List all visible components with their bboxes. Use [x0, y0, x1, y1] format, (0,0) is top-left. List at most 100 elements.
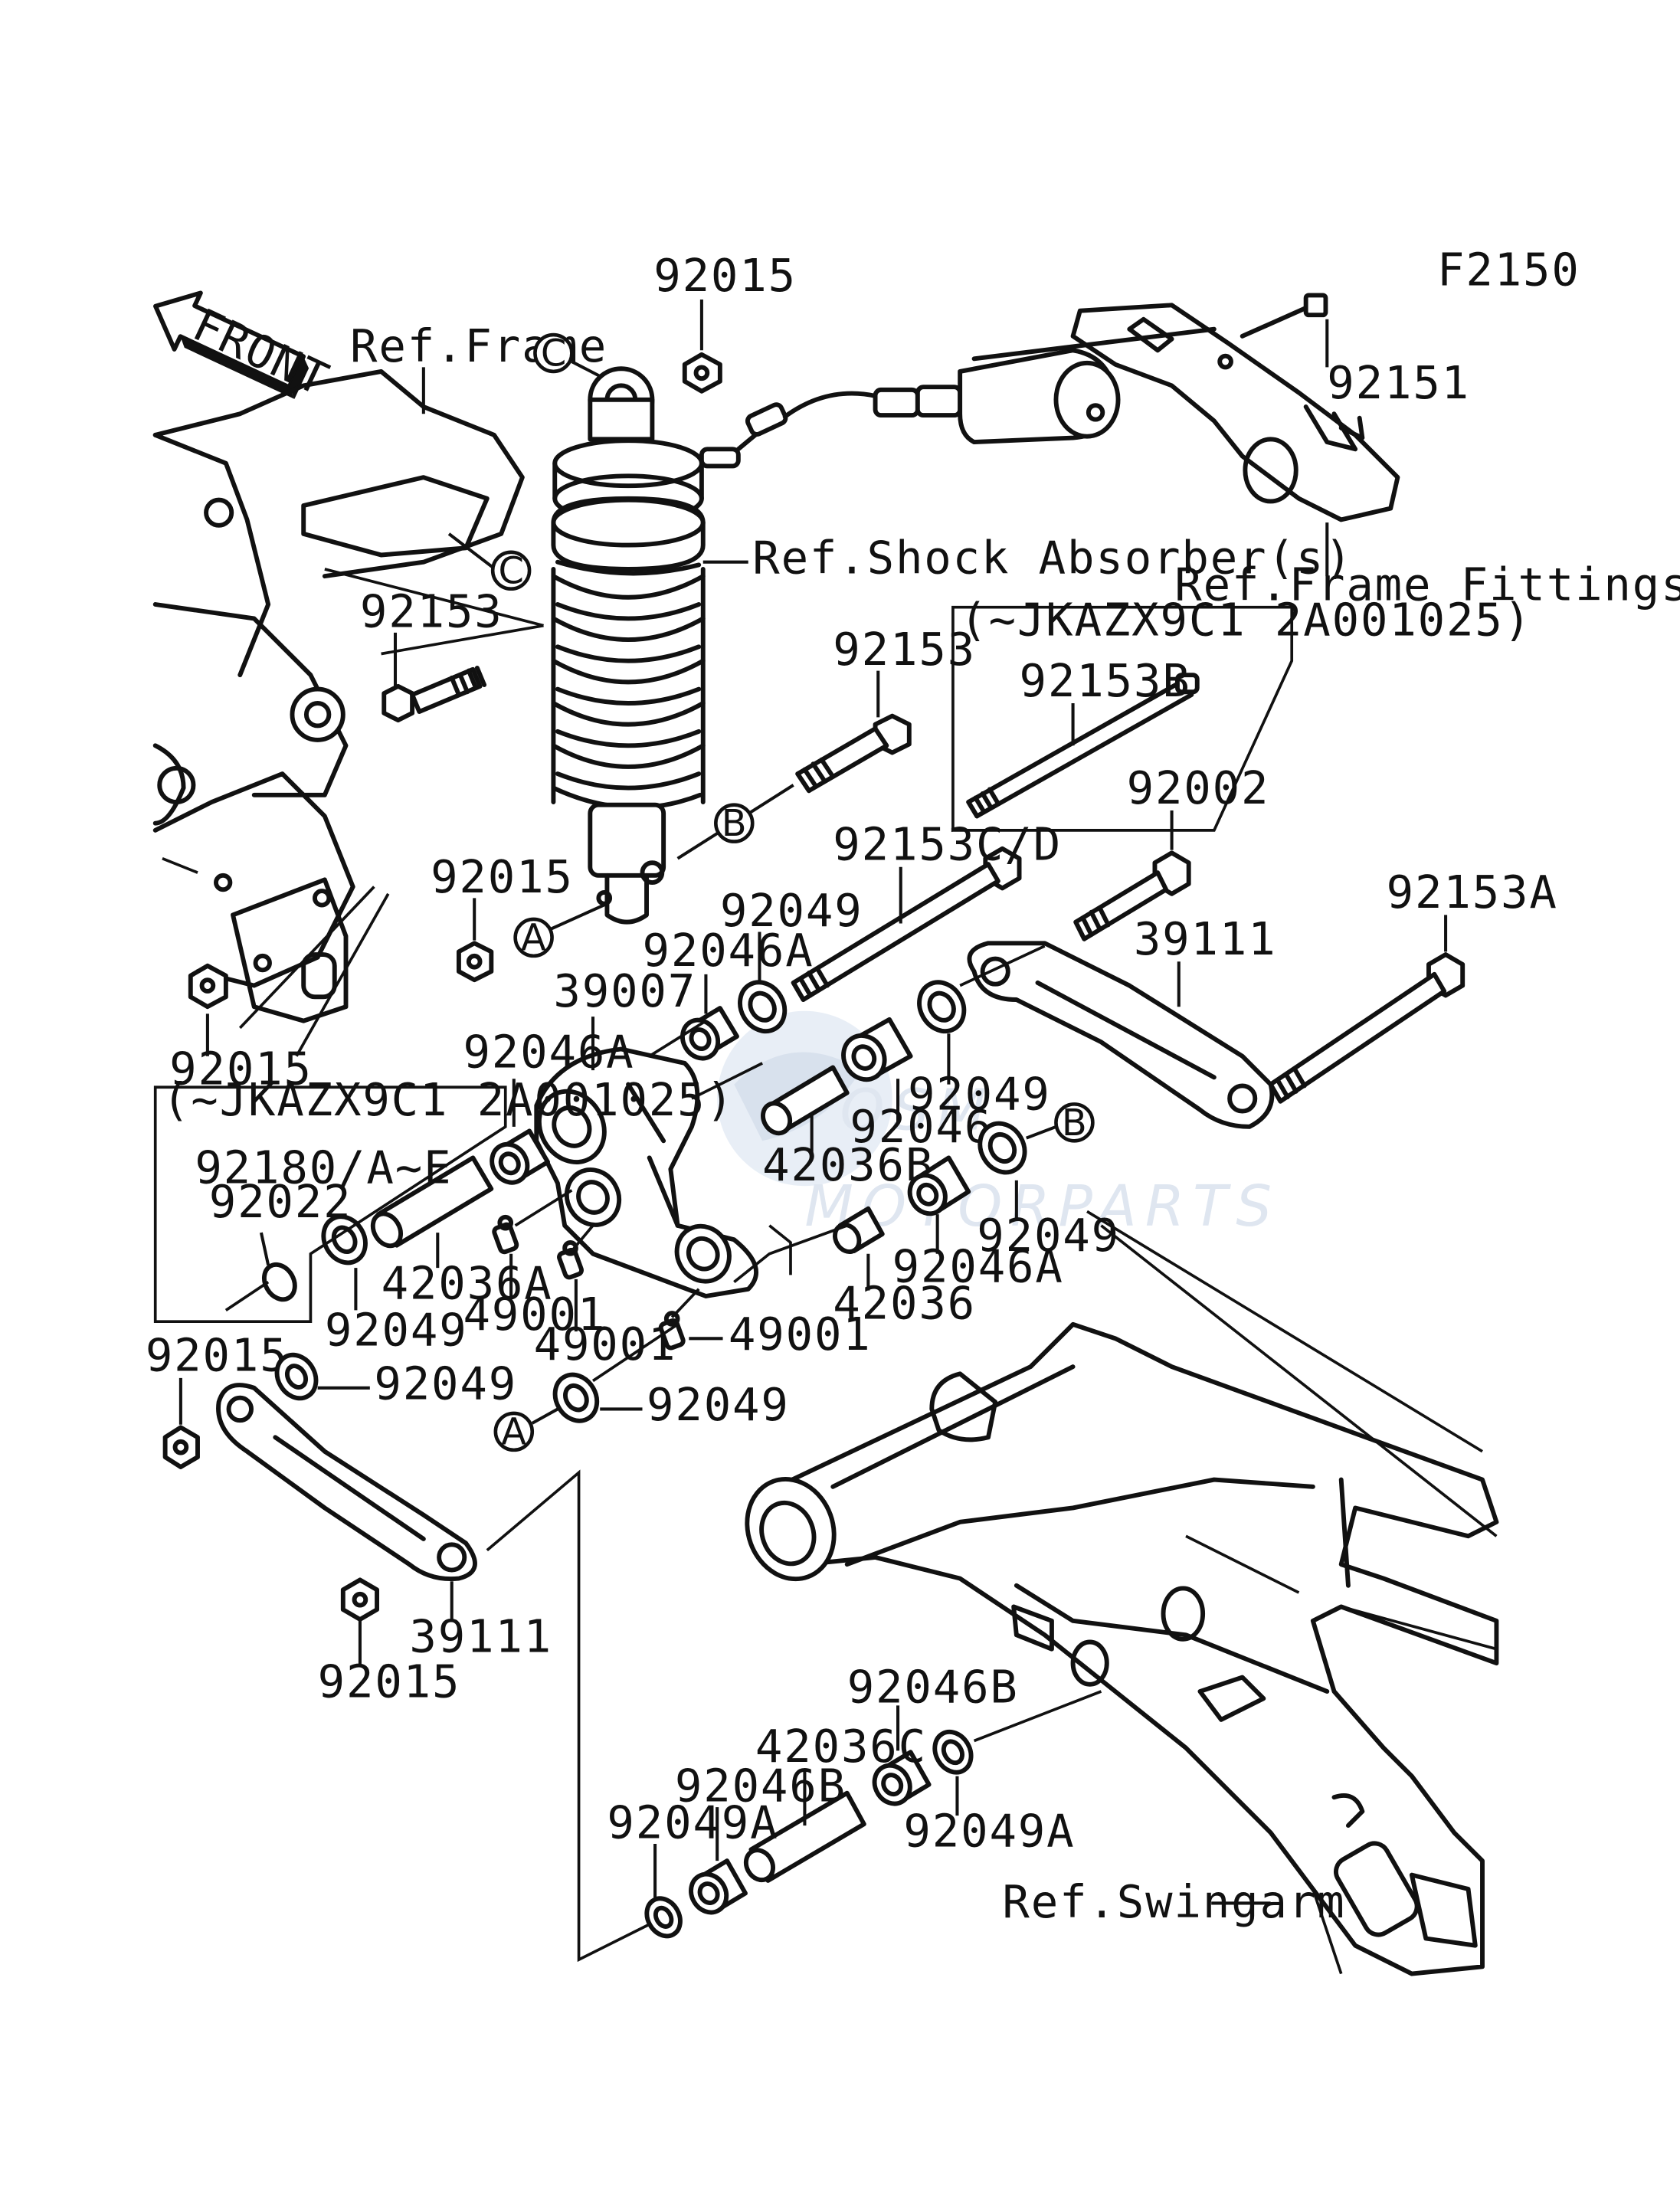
part-42036a: 42036A: [382, 1257, 553, 1310]
bearing-92046: [841, 1017, 913, 1082]
shock-absorber: [551, 366, 892, 925]
part-92015-top: 92015: [653, 249, 797, 302]
part-92046a-upper: 92046A: [643, 924, 814, 977]
nut-92015-lower: [340, 1577, 379, 1622]
front-label: FRONT: [185, 298, 337, 406]
bolt-92151: [1240, 293, 1328, 339]
part-42036c: 42036C: [755, 1720, 927, 1773]
frame-outline: [152, 368, 544, 1057]
part-92046a-left: 92046A: [463, 1025, 634, 1078]
bolt-92153-left: [382, 665, 487, 723]
callout-b-top: B: [714, 803, 755, 845]
callout-b-mid: B: [1054, 1102, 1095, 1144]
nut-92015-frame: [188, 963, 228, 1010]
part-92180: 92180/A~E: [195, 1141, 452, 1194]
bolt-92153a: [1268, 952, 1465, 1104]
collar-42036a: [370, 1155, 494, 1249]
part-92049-right: 92049: [908, 1068, 1051, 1121]
part-92049a-right: 92049A: [903, 1805, 1075, 1858]
ref-frame-fittings-label: Ref.Frame Fittings: [1174, 558, 1680, 611]
part-49001-c: 49001: [729, 1308, 872, 1360]
grease-nipple-49001-a: [492, 1214, 519, 1255]
washer-92049a-left: [644, 1896, 683, 1939]
part-39111-left: 39111: [409, 1609, 552, 1662]
part-92046b-right: 92046B: [847, 1661, 1019, 1714]
part-92015-lower: 92015: [318, 1655, 461, 1708]
bolt-92153b: [966, 673, 1200, 819]
callout-c-top-label: C: [541, 333, 566, 375]
bearing-92046a-left: [490, 1128, 550, 1185]
bolt-92002: [1073, 850, 1191, 941]
collar-42036: [833, 1206, 885, 1254]
part-92153b: 92153B: [1020, 654, 1191, 707]
washer-92049-left: [321, 1214, 368, 1265]
part-42036: 42036: [833, 1276, 976, 1329]
frame-fittings: [873, 303, 1400, 522]
part-92015-left: 92015: [431, 850, 574, 903]
callout-c-frame: C: [490, 550, 532, 592]
bearing-92046b-left: [689, 1858, 748, 1915]
part-92153cd: 92153C/D: [833, 818, 1062, 871]
part-92153-left: 92153: [360, 584, 503, 637]
nut-92015-lower-far: [162, 1425, 200, 1469]
tie-rod-39111-right: [967, 941, 1275, 1129]
part-92022: 92022: [209, 1175, 352, 1228]
ref-shock-absorber-label: Ref.Shock Absorber(s): [752, 531, 1353, 584]
part-92153-mid: 92153: [833, 623, 976, 676]
part-49001-b: 49001: [534, 1318, 677, 1370]
bearing-92046b-right: [872, 1750, 932, 1806]
nut-92015-top: [682, 352, 722, 394]
nut-92015-left: [456, 941, 494, 983]
washer-92049-lower: [274, 1352, 319, 1401]
bolt-92153-mid: [795, 713, 912, 794]
callout-a-bottom: A: [493, 1412, 535, 1454]
part-92049-upper: 92049: [720, 884, 863, 937]
callout-c-frame-label: C: [499, 550, 524, 592]
washer-92049-upper: [738, 980, 788, 1034]
callout-a-top-label: A: [521, 918, 546, 960]
ref-swingarm-label: Ref.Swingarm: [1002, 1875, 1345, 1928]
part-92046a-mid: 92046A: [892, 1240, 1064, 1293]
rocker-arm-39007: [534, 1046, 758, 1298]
washer-92049-right: [917, 980, 967, 1034]
shim-92180: [261, 1262, 297, 1302]
grease-nipple-49001-b: [557, 1240, 584, 1280]
part-42036b: 42036B: [762, 1138, 934, 1191]
watermark-logo: OSM: [840, 1079, 995, 1144]
swingarm: [745, 1210, 1499, 1976]
bolt-92153cd: [791, 846, 1022, 1002]
part-92049-left: 92049: [325, 1304, 468, 1357]
tie-rod-39111-left: [216, 1383, 477, 1582]
part-92046b-left: 92046B: [675, 1760, 847, 1812]
callout-a-top: A: [513, 918, 554, 960]
washer-92049-b: [978, 1121, 1027, 1175]
callout-b-mid-label: B: [1062, 1102, 1087, 1144]
washer-92049-a: [552, 1372, 600, 1423]
bearing-92046a-upper: [680, 1006, 739, 1061]
figure-code: F2150: [1437, 244, 1580, 296]
front-arrow-icon: FRONT: [153, 290, 337, 406]
part-92151: 92151: [1327, 356, 1470, 409]
callout-b-top-label: B: [722, 803, 747, 845]
grease-nipple-49001-c: [658, 1311, 686, 1351]
part-49001-a: 49001: [463, 1288, 606, 1341]
part-92049-a: 92049: [647, 1378, 790, 1431]
washer-92049a-right: [932, 1729, 974, 1775]
part-92046: 92046: [850, 1100, 993, 1153]
serial-note-box-right: (~JKAZX9C1 2A001025): [951, 594, 1532, 832]
watermark-sub: MOTORPARTS: [804, 1174, 1280, 1239]
serial-note-left: (~JKAZX9C1 2A001025): [162, 1073, 735, 1126]
callout-a-bottom-label: A: [501, 1412, 526, 1454]
part-39007: 39007: [553, 964, 696, 1017]
part-92002: 92002: [1127, 761, 1270, 814]
bearing-92046a-mid: [907, 1155, 971, 1216]
serial-note-box-left: (~JKAZX9C1 2A001025): [153, 1073, 735, 1324]
part-92153a: 92153A: [1387, 866, 1558, 918]
serial-note-right: (~JKAZX9C1 2A001025): [960, 594, 1532, 647]
part-92049-lower: 92049: [374, 1357, 517, 1410]
collar-42036b: [761, 1065, 850, 1136]
part-92049a-left: 92049A: [607, 1796, 778, 1849]
callout-c-top: C: [533, 333, 574, 375]
part-92015-far: 92015: [146, 1329, 289, 1382]
